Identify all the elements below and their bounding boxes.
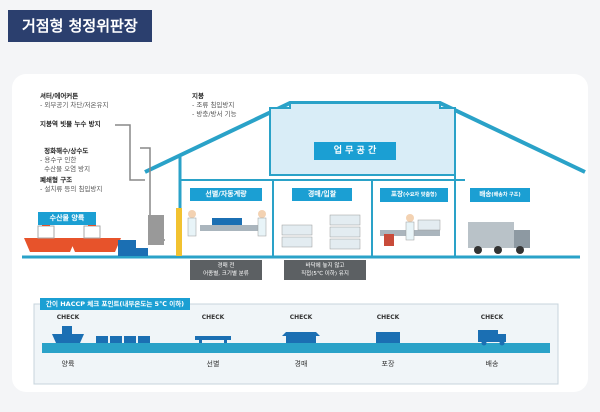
auction-pallets-icon bbox=[281, 214, 361, 250]
haccp-packing-icon bbox=[376, 332, 400, 343]
haccp-ship-icon bbox=[52, 326, 84, 343]
ship-icon bbox=[24, 220, 121, 252]
haccp-flow-bar bbox=[42, 343, 550, 353]
label-roof: 지붕 - 조류 침입방지 - 방충/방서 기능 bbox=[192, 92, 237, 118]
zone-packing: 포장(수요자 맞춤형) bbox=[380, 188, 448, 202]
check-label: CHECK bbox=[201, 314, 225, 321]
label-closed-structure: 폐쇄형 구조- 설치류 등의 침입방지 bbox=[40, 176, 103, 193]
zone-auction: 경매/입찰 bbox=[292, 188, 352, 201]
zone-delivery-sub: (배송차 구조) bbox=[491, 192, 521, 198]
zone-packing-sub: (수요자 맞춤형) bbox=[403, 192, 437, 198]
office-label: 업 무 공 간 bbox=[314, 142, 396, 160]
step-packing: 포장 bbox=[381, 360, 395, 368]
zone-delivery-label: 배송 bbox=[479, 190, 492, 198]
step-landing: 양륙 bbox=[61, 360, 75, 368]
zone-delivery: 배송(배송차 구조) bbox=[470, 188, 530, 202]
haccp-sorting-icon bbox=[195, 336, 231, 343]
haccp-title: 간이 HACCP 체크 포인트(내부온도는 5℃ 이하) bbox=[40, 298, 191, 310]
label-roof-leak: 지붕역 빗물 누수 방지 bbox=[40, 120, 101, 128]
office-area bbox=[269, 102, 456, 176]
crates-icon bbox=[118, 240, 148, 256]
page-title: 거점형 청정위판장 bbox=[8, 10, 152, 42]
header: 거점형 청정위판장 bbox=[0, 0, 600, 50]
label-shutter: 셔터/에어커튼- 외부공기 차단/저온유지 bbox=[40, 92, 109, 109]
check-label: CHECK bbox=[56, 314, 80, 321]
note-sorting-line1: 경매 전 bbox=[217, 263, 235, 269]
check-label: CHECK bbox=[376, 314, 400, 321]
sorting-station-icon bbox=[187, 210, 267, 237]
note-auction: 바닥에 놓지 않고 직접(5℃ 이하) 유지 bbox=[284, 260, 366, 280]
haccp-truck-icon bbox=[478, 330, 506, 346]
packing-station-icon bbox=[380, 214, 441, 246]
label-water: 정화해수/상수도- 용수구 인한 수산물 오염 방지 bbox=[40, 147, 91, 173]
haccp-crates-icon bbox=[96, 336, 150, 343]
note-sorting: 경매 전 어종별, 크기별 분류 bbox=[190, 260, 262, 280]
step-delivery: 배송 bbox=[485, 360, 499, 368]
note-auction-line1: 바닥에 놓지 않고 bbox=[305, 263, 345, 269]
note-auction-line2: 직접(5℃ 이하) 유지 bbox=[301, 271, 349, 277]
step-sorting: 선별 bbox=[206, 360, 220, 368]
haccp-auction-icon bbox=[282, 332, 320, 343]
zone-sorting: 선별/자동계량 bbox=[190, 188, 262, 201]
zone-packing-label: 포장 bbox=[391, 190, 404, 198]
check-label: CHECK bbox=[289, 314, 313, 321]
note-sorting-line2: 어종별, 크기별 분류 bbox=[203, 271, 249, 277]
check-label: CHECK bbox=[480, 314, 504, 321]
zone-landing: 수산물 양륙 bbox=[38, 212, 96, 225]
truck-icon bbox=[468, 222, 530, 254]
step-auction: 경매 bbox=[294, 360, 308, 368]
